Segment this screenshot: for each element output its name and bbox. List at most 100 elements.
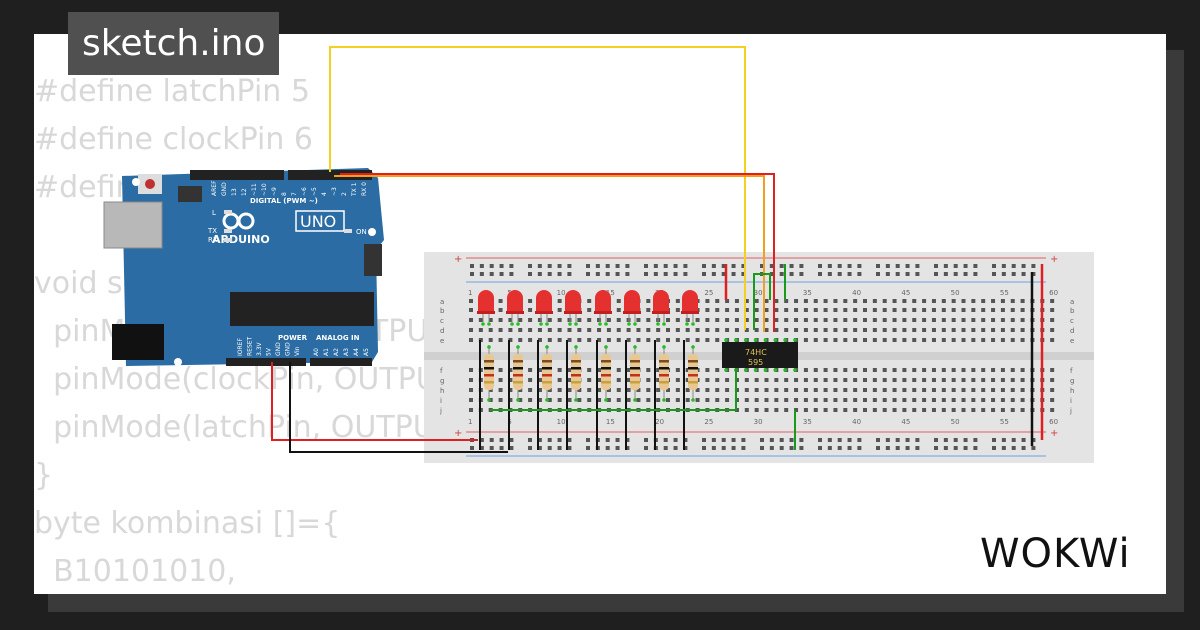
breadboard-hole (616, 318, 621, 322)
breadboard-hole (646, 308, 651, 312)
breadboard-hole (882, 398, 887, 402)
pin-label: ~6 (301, 187, 308, 196)
breadboard-hole (597, 368, 602, 372)
rail-hole (779, 438, 784, 442)
rail-hole (847, 264, 852, 268)
breadboard-hole (922, 328, 927, 332)
breadboard-hole (715, 299, 720, 303)
rail-hole (943, 264, 948, 268)
pin-label: AREF (211, 180, 218, 196)
breadboard-hole (567, 338, 572, 342)
rail-hole (905, 438, 910, 442)
resistor-band (513, 381, 523, 384)
rail-hole (779, 264, 784, 268)
breadboard-hole (1020, 299, 1025, 303)
breadboard-hole (646, 338, 651, 342)
rail-hole (857, 264, 862, 268)
breadboard-hole (941, 408, 946, 412)
connection-dot (783, 338, 787, 342)
breadboard-hole (469, 378, 473, 382)
rail-hole (509, 272, 514, 276)
breadboard-hole (498, 318, 503, 322)
column-number: 30 (754, 418, 763, 426)
breadboard-hole (951, 318, 956, 322)
rail-hole (905, 446, 910, 450)
breadboard-hole (882, 299, 887, 303)
breadboard-hole (1050, 328, 1055, 332)
breadboard-hole (981, 328, 986, 332)
resistor (601, 354, 611, 390)
breadboard-hole (754, 308, 759, 312)
breadboard-hole (1050, 318, 1055, 322)
wire-green-3 (490, 368, 737, 411)
rail-hole (953, 438, 958, 442)
breadboard-hole (823, 338, 828, 342)
breadboard-hole (1000, 368, 1005, 372)
rail-hole (915, 264, 920, 268)
breadboard-hole (902, 368, 907, 372)
rail-hole (557, 438, 562, 442)
rail-hole (537, 446, 542, 450)
wires (271, 46, 1044, 453)
resistor-band (571, 360, 581, 363)
breadboard-hole (587, 328, 592, 332)
breadboard-hole (863, 378, 867, 382)
rail-hole (963, 264, 968, 268)
breadboard-hole (1000, 299, 1005, 303)
breadboard-hole (478, 328, 483, 332)
rail-hole (499, 272, 504, 276)
breadboard-hole (931, 388, 936, 392)
rail-hole (528, 438, 532, 442)
rail-hole (827, 438, 832, 442)
breadboard-hole (951, 378, 956, 382)
breadboard-hole (725, 299, 730, 303)
rail-hole (1031, 438, 1036, 442)
breadboard-hole (981, 299, 986, 303)
breadboard-hole (951, 398, 956, 402)
breadboard-hole (754, 328, 759, 332)
breadboard-hole (587, 398, 592, 402)
rail-hole (992, 446, 996, 450)
rail-hole (789, 446, 794, 450)
pin-label: ~9 (271, 187, 278, 196)
breadboard-hole (843, 408, 848, 412)
arduino-model: UNO (300, 212, 336, 231)
connection-dot (481, 322, 485, 326)
breadboard-hole (872, 368, 877, 372)
rail-hole (470, 272, 474, 276)
connection-dot (510, 322, 514, 326)
rail-hole (799, 272, 804, 276)
breadboard-hole (469, 328, 473, 332)
connection-dot (568, 322, 572, 326)
rail-hole (595, 272, 600, 276)
rail-hole (479, 264, 484, 268)
breadboard-hole (803, 368, 808, 372)
breadboard-hole (813, 378, 818, 382)
rail-hole (1001, 264, 1006, 268)
breadboard-hole (606, 328, 611, 332)
breadboard-hole (892, 318, 897, 322)
rail-hole (943, 272, 948, 276)
breadboard-hole (853, 408, 858, 412)
pin-label: IOREF (237, 338, 244, 356)
breadboard-hole (537, 328, 542, 332)
rail-hole (595, 264, 600, 268)
breadboard-hole (803, 398, 808, 402)
breadboard-hole (597, 378, 602, 382)
breadboard-hole (577, 398, 582, 402)
rail-hole (837, 264, 842, 268)
connection-dot (662, 345, 666, 349)
breadboard-hole (469, 368, 473, 372)
breadboard-hole (971, 328, 976, 332)
column-number: 45 (901, 418, 910, 426)
usb-connector (103, 201, 163, 249)
breadboard-hole (597, 328, 602, 332)
breadboard-hole (971, 398, 976, 402)
breadboard-hole (833, 328, 838, 332)
rail-hole (499, 264, 504, 268)
breadboard-hole (626, 368, 631, 372)
breadboard-hole (567, 388, 572, 392)
rail-hole (547, 438, 552, 442)
led-label-on: ON (356, 228, 367, 236)
breadboard-hole (508, 378, 513, 382)
